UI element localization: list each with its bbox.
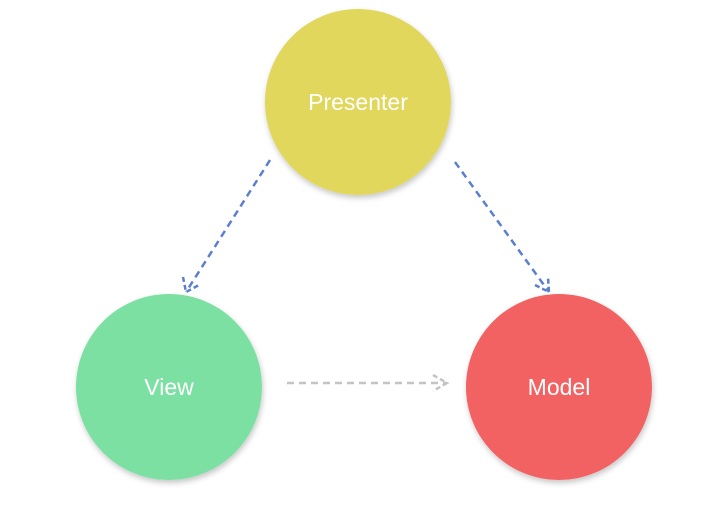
edge-presenter-view-arrowhead — [181, 276, 200, 294]
edge-presenter-view-line — [184, 159, 272, 293]
edge-presenter-view — [181, 159, 272, 294]
node-model: Model — [466, 294, 652, 480]
node-presenter: Presenter — [265, 9, 451, 195]
edge-presenter-model — [453, 161, 551, 295]
node-view-circle — [76, 294, 262, 480]
edge-view-model — [287, 373, 450, 393]
edge-presenter-model-arrowhead — [534, 276, 551, 295]
node-view-label: View — [144, 374, 194, 400]
node-model-label: Model — [528, 374, 591, 400]
node-view: View — [76, 294, 262, 480]
edge-presenter-model-line — [453, 161, 551, 293]
node-presenter-circle — [265, 9, 451, 195]
node-presenter-label: Presenter — [308, 89, 408, 115]
node-model-circle — [466, 294, 652, 480]
edge-view-model-arrowhead — [432, 373, 450, 393]
